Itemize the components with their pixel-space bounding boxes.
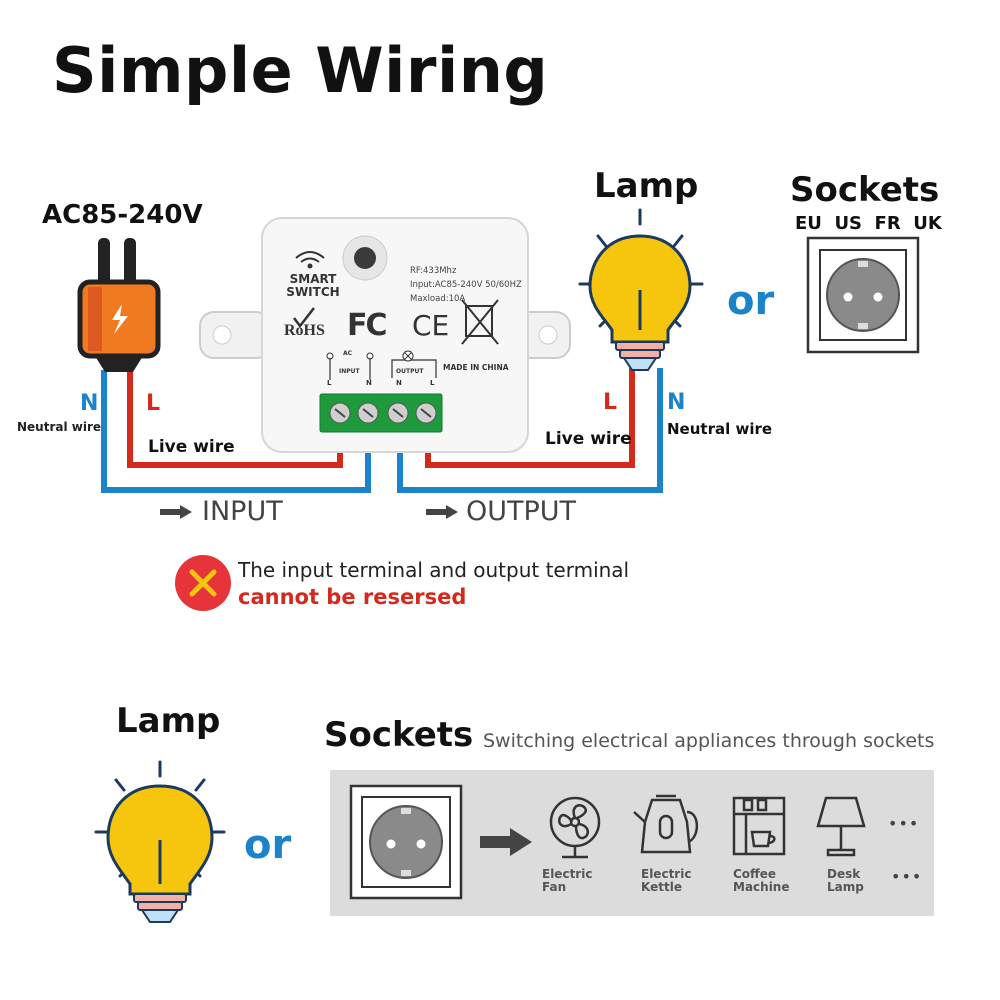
left-live-label: Live wire [148, 437, 235, 457]
or-label-bottom: or [244, 822, 292, 868]
left-neutral-label: Neutral wire [17, 420, 102, 434]
socket-icon-top [806, 236, 920, 354]
output-tag: OUTPUT [396, 368, 424, 375]
plug-icon [77, 238, 161, 372]
right-live-wire [425, 368, 635, 468]
socket-icon-bottom [349, 784, 463, 900]
socket-types: EU US FR UK [795, 213, 942, 234]
appliance-label-coffee: Coffee Machine [733, 867, 790, 894]
desk-lamp-icon [816, 796, 866, 857]
right-live-label: Live wire [545, 429, 632, 449]
sockets-label-bottom: Sockets [324, 715, 474, 755]
left-live-wire [127, 370, 343, 468]
rf-spec: RF:433Mhz [410, 266, 457, 276]
left-neutral-wire [101, 370, 371, 493]
bulb-icon-bottom [94, 760, 226, 923]
device-smart-label: SMART [289, 272, 337, 286]
output-arrow-icon [426, 505, 458, 519]
fc-mark: FC [347, 308, 387, 343]
terminal-l1: L [327, 379, 332, 387]
appliance-label-desk-lamp: Desk Lamp [827, 867, 864, 894]
bottom-diagram [94, 760, 934, 923]
coffee-machine-icon [732, 796, 786, 856]
left-n-label: N [80, 391, 99, 416]
left-l-label: L [146, 391, 161, 416]
ce-mark: CE [412, 309, 450, 342]
terminal-n2: N [396, 379, 402, 387]
right-l-label: L [603, 390, 618, 415]
or-label-top: or [727, 278, 775, 324]
made-in-label: MADE IN CHINA [443, 363, 509, 372]
smart-switch-device [199, 217, 571, 453]
warning-line1: The input terminal and output terminal [238, 558, 630, 582]
bulb-icon-top [578, 208, 704, 371]
error-icon [175, 555, 231, 611]
input-tag: INPUT [339, 368, 360, 375]
input-arrow-icon [160, 505, 192, 519]
page-title: Simple Wiring [52, 34, 549, 107]
arrow-right-icon [480, 828, 532, 856]
right-neutral-label: Neutral wire [667, 420, 773, 438]
sockets-label-top: Sockets [790, 170, 940, 210]
input-label: INPUT [202, 496, 283, 527]
appliance-label-fan: Electric Fan [542, 867, 593, 894]
more-dots-2: ••• [891, 867, 923, 886]
lamp-label-top: Lamp [594, 166, 699, 206]
sockets-description: Switching electrical appliances through … [483, 730, 935, 752]
terminal-n1: N [366, 379, 372, 387]
right-n-label: N [667, 390, 686, 415]
output-label: OUTPUT [466, 496, 577, 527]
input-spec: Input:AC85-240V 50/60HZ [410, 280, 522, 290]
fan-icon [549, 796, 601, 859]
device-switch-label: SWITCH [286, 285, 340, 299]
terminal-l2: L [430, 379, 435, 387]
warning-line2: cannot be resersed [238, 585, 467, 609]
wiring-diagram [77, 208, 920, 611]
ac-tag: AC [343, 350, 353, 357]
right-neutral-wire [397, 368, 663, 493]
appliance-label-kettle: Electric Kettle [641, 867, 692, 894]
voltage-label: AC85-240V [42, 200, 203, 230]
more-dots-1: ••• [888, 814, 920, 833]
maxload-spec: Maxload:10A [410, 294, 466, 304]
lamp-label-bottom: Lamp [116, 701, 221, 741]
rohs-mark: RoHS [284, 322, 325, 339]
kettle-icon [633, 794, 699, 854]
